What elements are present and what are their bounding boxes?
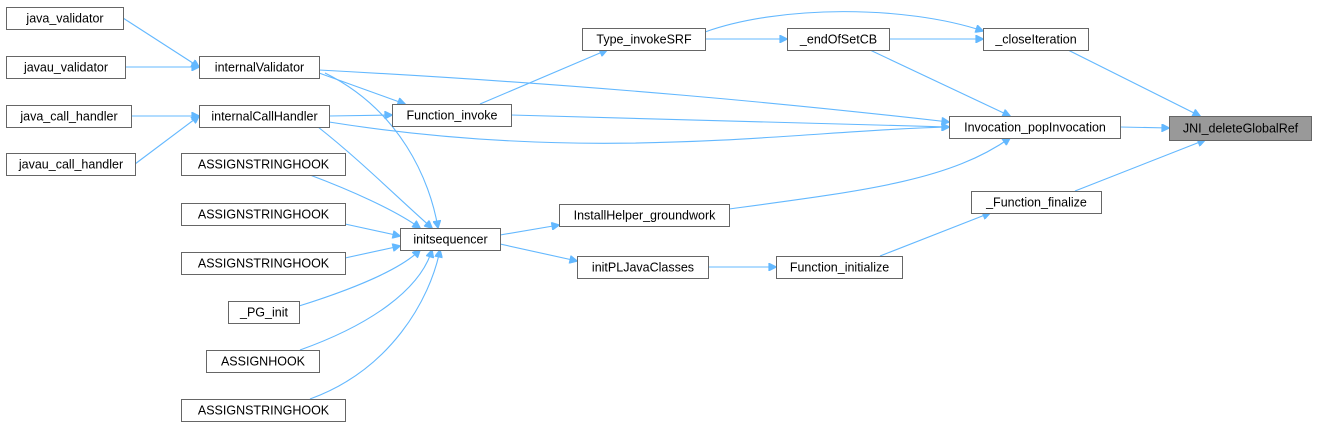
node-label: javau_validator [23, 61, 108, 75]
node-function-invoke[interactable]: Function_invoke [392, 104, 512, 127]
node-label: _endOfSetCB [799, 33, 877, 47]
edge-_PG_init-to-initsequencer [298, 250, 420, 307]
edge-internalCallHandler-to-Function_invoke [328, 115, 392, 116]
node-box [776, 256, 903, 279]
node-label: ASSIGNSTRINGHOOK [198, 257, 330, 271]
edge-internalValidator-to-initsequencer [324, 72, 438, 228]
node-box [559, 204, 730, 227]
edge-ASSIGNSTRINGHOOK_4-to-initsequencer [309, 250, 440, 400]
node-label: _closeIteration [994, 33, 1076, 47]
node-jni-deleteglobalref[interactable]: JNI_deleteGlobalRef [1169, 116, 1312, 141]
node-box [577, 256, 709, 279]
nodes-layer: java_validator javau_validator java_call_h… [6, 7, 1312, 422]
node-initpljavaclasses[interactable]: initPLJavaClasses [577, 256, 709, 279]
node-box [6, 7, 124, 30]
node-javau-validator[interactable]: javau_validator [6, 56, 126, 79]
edge-internalValidator-to-Function_invoke [318, 72, 405, 104]
edge-Invocation_popInvocation-to-JNI_deleteGlobalRef [1119, 127, 1169, 128]
edge-Function_initialize-to-_Function_finalize [879, 213, 990, 257]
node-label: ASSIGNSTRINGHOOK [198, 208, 330, 222]
node-label: Function_invoke [406, 109, 497, 123]
edge-internalValidator-to-Invocation_popInvocation [318, 69, 949, 122]
node-box [1169, 116, 1312, 141]
node--function-finalize[interactable]: _Function_finalize [971, 191, 1102, 214]
edge-ASSIGNSTRINGHOOK_1-to-initsequencer [309, 174, 420, 228]
node-label: javau_call_handler [18, 158, 123, 172]
node-java-validator[interactable]: java_validator [6, 7, 124, 30]
edge-Type_invokeSRF-to-_closeIteration [704, 11, 983, 32]
node-label: _PG_init [239, 306, 288, 320]
node-installhelper-groundwork[interactable]: InstallHelper_groundwork [559, 204, 730, 227]
node--endofsetcb[interactable]: _endOfSetCB [787, 28, 890, 51]
node-box [400, 228, 501, 251]
node-assignstringhook-4[interactable]: ASSIGNSTRINGHOOK [181, 399, 346, 422]
node-box [206, 350, 320, 373]
node-label: Type_invokeSRF [596, 33, 692, 47]
node-label: internalValidator [215, 61, 304, 75]
node-label: ASSIGNHOOK [221, 355, 306, 369]
edge-Function_invoke-to-Invocation_popInvocation [510, 114, 949, 127]
node-box [949, 116, 1121, 139]
node-label: initsequencer [413, 233, 487, 247]
node--closeiteration[interactable]: _closeIteration [983, 28, 1089, 51]
node-label: ASSIGNSTRINGHOOK [198, 158, 330, 172]
node-assignstringhook-3[interactable]: ASSIGNSTRINGHOOK [181, 252, 346, 275]
edge-ASSIGNHOOK-to-initsequencer [299, 250, 432, 351]
node-box [199, 105, 330, 128]
node-label: internalCallHandler [211, 110, 317, 124]
edge-Function_invoke-to-Type_invokeSRF [479, 50, 607, 105]
edge-ASSIGNSTRINGHOOK_2-to-initsequencer [344, 223, 400, 236]
node-label: java_call_handler [19, 110, 117, 124]
node-assignstringhook-2[interactable]: ASSIGNSTRINGHOOK [181, 203, 346, 226]
edge-InstallHelper_groundwork-to-Invocation_popInvocation [728, 138, 1010, 210]
edge-_endOfSetCB-to-Invocation_popInvocation [869, 49, 1010, 116]
node-java-call-handler[interactable]: java_call_handler [6, 105, 132, 128]
node-box [181, 399, 346, 422]
edge-java_validator-to-internalValidator [122, 17, 199, 67]
node-label: java_validator [25, 12, 103, 26]
node-box [6, 105, 132, 128]
node-label: initPLJavaClasses [592, 261, 694, 275]
node-internalcallhandler[interactable]: internalCallHandler [199, 105, 330, 128]
node-box [392, 104, 512, 127]
node-assignstringhook-1[interactable]: ASSIGNSTRINGHOOK [181, 153, 346, 176]
node-label: JNI_deleteGlobalRef [1183, 122, 1299, 136]
node--pg-init[interactable]: _PG_init [228, 301, 300, 324]
node-box [181, 153, 346, 176]
node-box [199, 56, 320, 79]
edge-ASSIGNSTRINGHOOK_3-to-initsequencer [344, 246, 400, 259]
node-invocation-popinvocation[interactable]: Invocation_popInvocation [949, 116, 1121, 139]
node-label: InstallHelper_groundwork [574, 209, 716, 223]
node-label: Invocation_popInvocation [964, 121, 1106, 135]
node-label: ASSIGNSTRINGHOOK [198, 404, 330, 418]
edge-javau_call_handler-to-internalCallHandler [134, 116, 199, 165]
node-box [181, 203, 346, 226]
node-box [228, 301, 300, 324]
node-label: _Function_finalize [985, 196, 1087, 210]
node-internalvalidator[interactable]: internalValidator [199, 56, 320, 79]
node-box [971, 191, 1102, 214]
node-type-invokesrf[interactable]: Type_invokeSRF [582, 28, 706, 51]
edge-initsequencer-to-InstallHelper_groundwork [499, 225, 559, 236]
node-box [582, 28, 706, 51]
edge-_closeIteration-to-JNI_deleteGlobalRef [1067, 49, 1200, 116]
node-box [6, 56, 126, 79]
edge-_Function_finalize-to-JNI_deleteGlobalRef [1074, 140, 1205, 192]
edge-internalCallHandler-to-Invocation_popInvocation [328, 121, 949, 144]
node-box [6, 153, 136, 176]
node-assignhook[interactable]: ASSIGNHOOK [206, 350, 320, 373]
node-box [983, 28, 1089, 51]
edge-internalCallHandler-to-initsequencer [317, 126, 432, 228]
edge-initsequencer-to-initPLJavaClasses [499, 243, 577, 261]
node-label: Function_initialize [790, 261, 889, 275]
node-function-initialize[interactable]: Function_initialize [776, 256, 903, 279]
node-box [787, 28, 890, 51]
node-box [181, 252, 346, 275]
edges-layer [122, 11, 1205, 400]
node-javau-call-handler[interactable]: javau_call_handler [6, 153, 136, 176]
node-initsequencer[interactable]: initsequencer [400, 228, 501, 251]
